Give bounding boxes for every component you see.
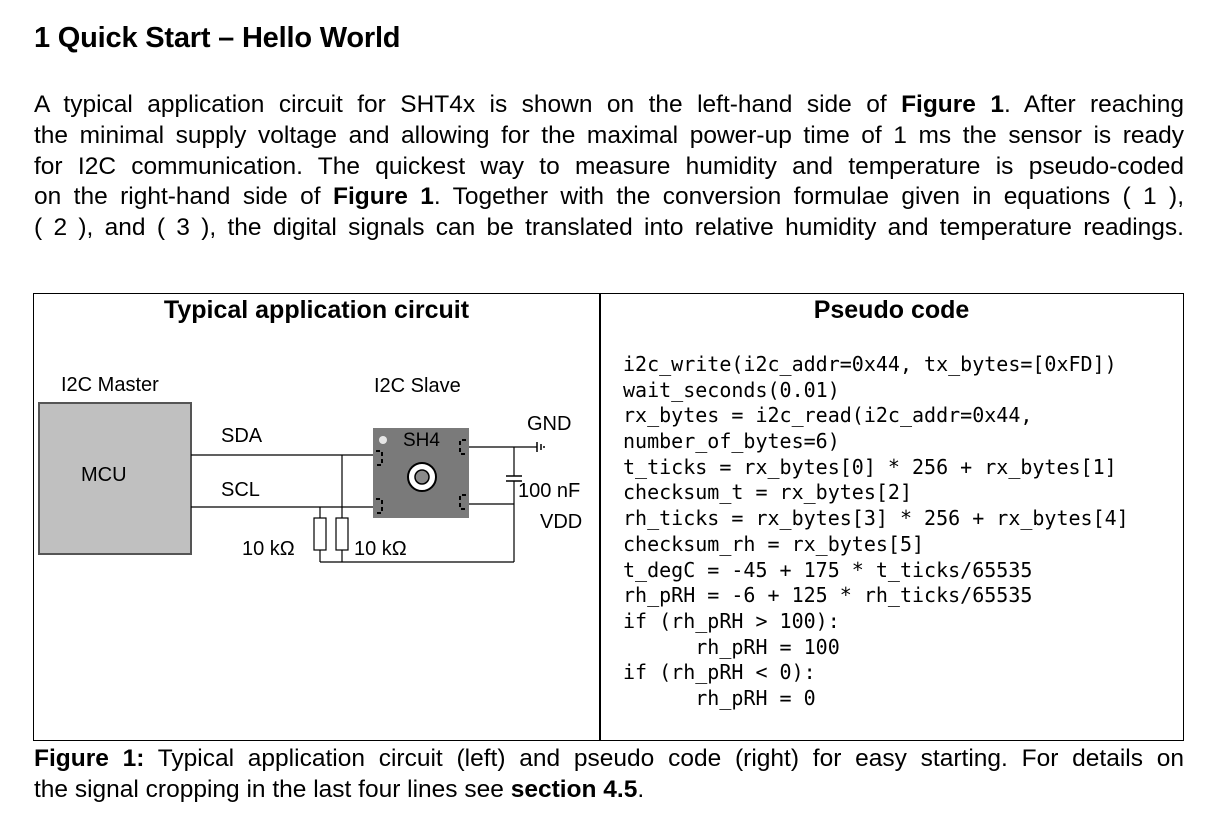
figure-1: Typical application circuit Pseudo code … [33, 293, 1184, 741]
paragraph-text: on the right-hand side of [34, 183, 333, 211]
code-line: rx_bytes = i2c_read(i2c_addr=0x44, [623, 403, 1033, 428]
caption-line: Figure 1: Typical application circuit (l… [34, 743, 1184, 774]
gnd-label: GND [527, 413, 571, 435]
figure-reference: Figure 1 [901, 91, 1004, 118]
code-line: number_of_bytes=6) [623, 429, 840, 454]
code-line: rh_pRH = 100 [623, 634, 840, 659]
paragraph-line: A typical application circuit for SHT4x … [34, 90, 1184, 121]
figure-caption: Figure 1: Typical application circuit (l… [34, 743, 1184, 805]
paragraph-text: A typical application circuit for SHT4x … [34, 91, 902, 118]
paragraph-line: on the right-hand side of Figure 1. Toge… [34, 182, 1184, 213]
caption-text: Typical application circuit (left) and p… [144, 745, 1184, 772]
code-line: rh_pRH = -6 + 125 * rh_ticks/65535 [623, 583, 1033, 608]
code-line: i2c_write(i2c_addr=0x44, tx_bytes=[0xFD]… [623, 352, 1117, 376]
code-line: wait_seconds(0.01) [623, 377, 840, 402]
sda-label: SDA [221, 425, 263, 447]
i2c-master-label: I2C Master [61, 374, 159, 396]
sensor-label: SH4 [403, 430, 440, 451]
capacitor-label: 100 nF [518, 480, 580, 502]
pseudo-code-title: Pseudo code [813, 296, 970, 324]
section-heading: 1 Quick Start – Hello World [34, 22, 401, 54]
paragraph-text: . After reaching [1003, 91, 1185, 118]
code-line: checksum_t = rx_bytes[2] [623, 480, 912, 505]
vdd-label: VDD [540, 511, 582, 533]
scl-label: SCL [221, 479, 260, 501]
pullup-resistor-scl [313, 517, 327, 551]
paragraph-text: . Together with the conversion formulae … [433, 183, 1185, 211]
code-line: if (rh_pRH > 100): [623, 608, 840, 633]
mcu-label: MCU [81, 464, 127, 486]
code-line: rh_ticks = rx_bytes[3] * 256 + rx_bytes[… [623, 506, 1129, 531]
mcu-block [38, 402, 192, 555]
section-reference: section 4.5 [510, 776, 638, 803]
resistor-label-2: 10 kΩ [354, 538, 407, 560]
code-line: t_degC = -45 + 175 * t_ticks/65535 [623, 557, 1033, 582]
resistor-label-1: 10 kΩ [242, 538, 295, 560]
code-line: if (rh_pRH < 0): [623, 660, 816, 685]
caption-line: the signal cropping in the last four lin… [34, 774, 1184, 805]
sensor-pads [376, 439, 466, 514]
figure-divider [599, 294, 601, 740]
caption-text: . [637, 776, 645, 803]
intro-paragraph: A typical application circuit for SHT4x … [34, 90, 1184, 244]
paragraph-line: ( 2 ), and ( 3 ), the digital signals ca… [34, 214, 1184, 242]
code-line: rh_pRH = 0 [623, 685, 816, 710]
pullup-resistor-sda [335, 517, 349, 551]
circuit-title: Typical application circuit [163, 296, 470, 324]
paragraph-line: for I2C communication. The quickest way … [34, 152, 1184, 180]
application-circuit-diagram: I2C Master MCU SDA SCL 10 kΩ 10 kΩ I2C S… [38, 374, 582, 563]
caption-label: Figure 1: [34, 745, 145, 772]
code-line: checksum_rh = rx_bytes[5] [623, 531, 925, 556]
code-line: t_ticks = rx_bytes[0] * 256 + rx_bytes[1… [623, 454, 1117, 479]
i2c-slave-label: I2C Slave [374, 375, 461, 397]
caption-text: the signal cropping in the last four lin… [34, 776, 511, 803]
figure-reference: Figure 1 [332, 183, 434, 211]
paragraph-line: the minimal supply voltage and allowing … [34, 121, 1184, 149]
pseudo-code-block: i2c_write(i2c_addr=0x44, tx_bytes=[0xFD]… [623, 352, 1129, 712]
pin1-marker-icon [379, 436, 387, 444]
